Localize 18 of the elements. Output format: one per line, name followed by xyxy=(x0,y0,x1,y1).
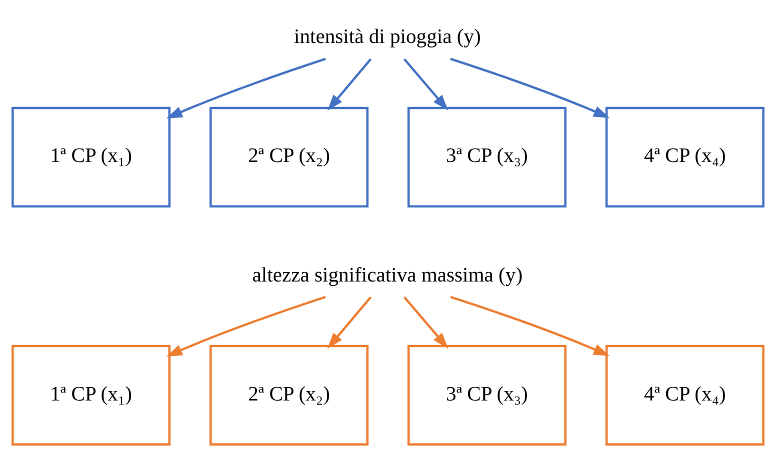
arrow xyxy=(166,57,326,118)
arrow xyxy=(450,57,610,118)
node-box: 3ª CP (x₃) xyxy=(407,106,567,208)
arrow xyxy=(327,296,372,348)
arrow xyxy=(327,58,372,110)
node-text: altezza significativa massima (y) xyxy=(252,264,523,286)
node-box: 1ª CP (x₁) xyxy=(12,106,171,208)
node-text: intensità di pioggia (y) xyxy=(294,26,481,48)
node-box: 2ª CP (x₂) xyxy=(209,344,369,446)
node-box: 4ª CP (x₄) xyxy=(605,344,764,446)
arrow xyxy=(450,295,610,356)
node-box: 1ª CP (x₁) xyxy=(12,344,171,446)
node-box: 3ª CP (x₃) xyxy=(407,344,567,446)
arrow xyxy=(403,58,448,110)
node-box: 2ª CP (x₂) xyxy=(209,106,369,208)
arrow xyxy=(403,296,448,348)
node-box: 4ª CP (x₄) xyxy=(605,106,764,208)
arrow xyxy=(166,295,326,356)
